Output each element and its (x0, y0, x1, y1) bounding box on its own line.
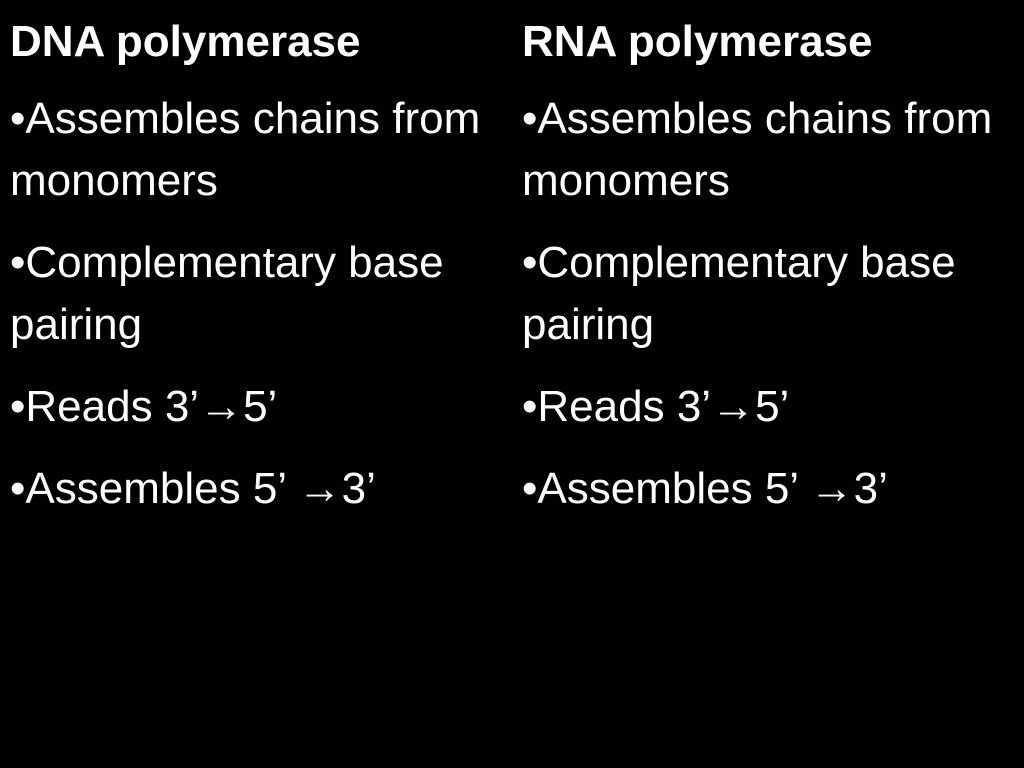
bullet-item: •Assembles chains from monomers (10, 94, 481, 205)
bullet-item: •Assembles 5’ →3’ (522, 464, 888, 513)
bullet-item: •Assembles chains from monomers (522, 94, 993, 205)
column-heading: DNA polymerase (10, 17, 361, 66)
bullet-list: •Assembles chains from monomers •Complem… (522, 88, 1022, 520)
bullet-item: •Complementary base pairing (10, 238, 444, 349)
bullet-item: •Reads 3’→5’ (10, 382, 278, 431)
bullet-list: •Assembles chains from monomers •Complem… (10, 88, 510, 520)
bullet-item: •Complementary base pairing (522, 238, 956, 349)
rna-polymerase-column: RNA polymerase •Assembles chains from mo… (522, 14, 1022, 540)
column-heading: RNA polymerase (522, 17, 873, 66)
bullet-item: •Reads 3’→5’ (522, 382, 790, 431)
dna-polymerase-column: DNA polymerase •Assembles chains from mo… (10, 14, 510, 540)
bullet-item: •Assembles 5’ →3’ (10, 464, 376, 513)
